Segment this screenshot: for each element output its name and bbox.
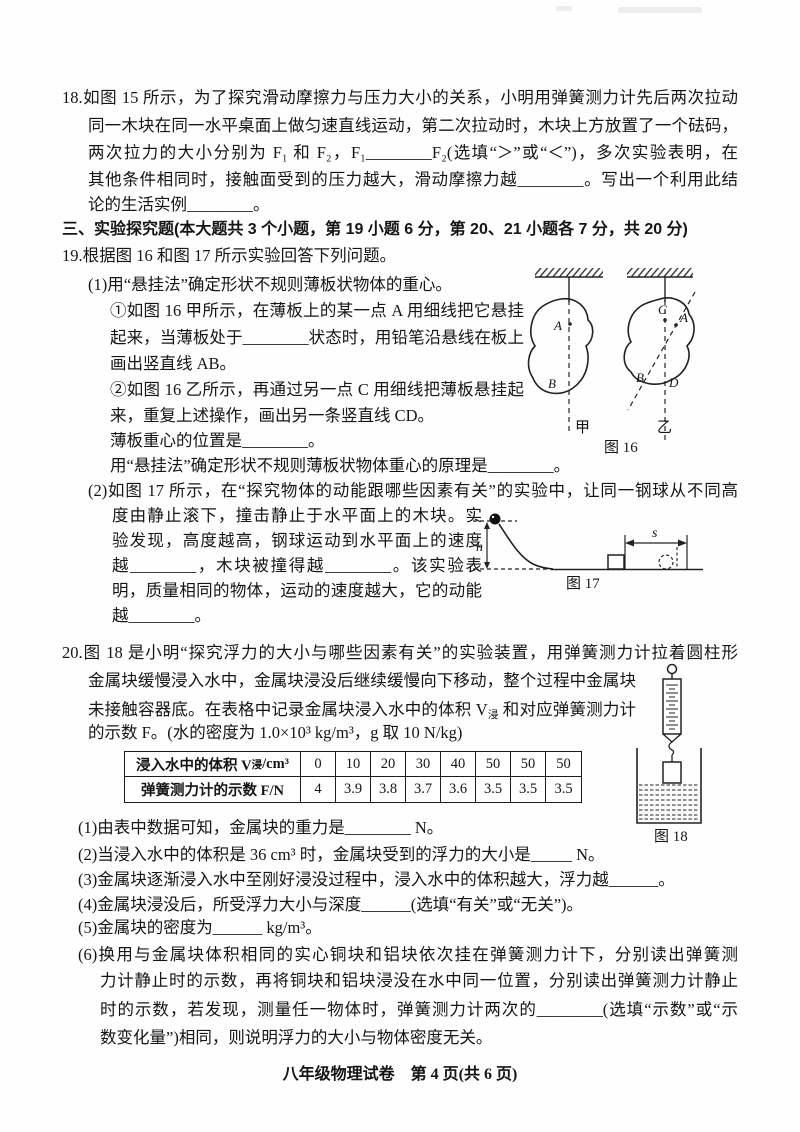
fig16-illustration: A B 甲 C A B D 乙 图 16	[527, 268, 696, 456]
fig17-illustration: h s 图 17	[473, 513, 703, 592]
label-jia: 甲	[575, 420, 590, 436]
q20-line-4: 的示数 F。(水的密度为 1.0×10³ kg/m³，g 取 10 N/kg)	[88, 723, 463, 742]
q20-line-3-text: 未接触容器底。在表格中记录金属块浸入水中的体积 V	[88, 700, 488, 719]
point-a-dot	[568, 322, 572, 326]
steel-ball	[489, 513, 501, 525]
point-b2-label: B	[636, 370, 644, 385]
fig17-caption: 图 17	[566, 575, 600, 592]
q19-sub1-line-1: ①如图 16 甲所示，在薄板上的某一点 A 用细线把它悬挂	[110, 301, 524, 320]
q20-line-1: 20.图 18 是小明“探究浮力的大小与哪些因素有关”的实验装置，用弹簧测力计拉…	[62, 643, 738, 662]
q18-line-1: 18.如图 15 所示，为了探究滑动摩擦力与压力大小的关系，小明用弹簧测力计先后…	[62, 88, 738, 107]
fig18-illustration: 图 18	[636, 663, 702, 845]
block-final-position	[658, 554, 674, 570]
ceiling-hatch-icon	[627, 268, 693, 277]
q20-item-4: (4)金属块浸没后，所受浮力大小与深度______(选填“有关”或“无关”)。	[78, 895, 584, 914]
table-cell: 3.8	[371, 777, 406, 802]
scale-body	[662, 678, 682, 735]
scale-ticks	[666, 684, 678, 730]
q19-part2-line-5: 明，质量相同的物体，运动的速度越大，它的动能	[112, 581, 482, 600]
fig16-caption: 图 16	[604, 439, 638, 456]
point-a-label: A	[553, 318, 562, 333]
q20-line-3: 未接触容器底。在表格中记录金属块浸入水中的体积 V浸 和对应弹簧测力计	[88, 697, 636, 723]
q19-part2-line-6: 越________。	[112, 606, 211, 625]
label-yi: 乙	[657, 420, 672, 436]
table-cell: 50	[511, 752, 546, 777]
q18-line-4: 其他条件相同时，接触面受到的压力越大，滑动摩擦力越________。写出一个利用…	[88, 170, 738, 189]
label-h: h	[476, 540, 483, 555]
table-cell: 30	[406, 752, 441, 777]
ceiling-hatch-icon	[535, 268, 603, 277]
table-cell: 4	[301, 777, 336, 802]
wood-block	[607, 554, 625, 570]
q20-item-2: (2)当浸入水中的体积是 36 cm³ 时，金属块受到的浮力的大小是_____ …	[78, 845, 605, 864]
fig16-right-yi: C A B D 乙	[623, 268, 696, 440]
thin-board-yi	[623, 297, 695, 385]
point-c-dot	[663, 318, 667, 322]
q19-sub1-line-6: 薄板重心的位置是________。	[110, 431, 325, 450]
point-a2-label: A	[679, 310, 688, 325]
q20-line-3-text: 和对应弹簧测力计	[498, 700, 636, 719]
table-cell: 3.5	[554, 781, 573, 797]
q20-item-6-line-2: 力计静止时的示数，再将铜块和铝块浸没在水中同一位置，分别读出弹簧测力计静止	[100, 971, 738, 990]
q18-line-2: 同一木块在同一水平桌面上做匀速直线运动，第二次拉动时，木块上方放置了一个砝码，	[88, 116, 738, 135]
q20-item-6-line-1: (6)换用与金属块体积相同的实心铜块和铝块依次挂在弹簧测力计下，分别读出弹簧测	[78, 945, 738, 964]
q18-line-5: 论的生活实例________。	[88, 195, 270, 214]
q19-sub1-line-4: ②如图 16 乙所示，再通过另一点 C 用细线把薄板悬挂起	[110, 380, 524, 399]
point-a2-dot	[674, 323, 678, 327]
scan-artifact	[618, 7, 702, 13]
q20-item-3: (3)金属块逐渐浸入水中至刚好浸没过程中，浸入水中的体积越大，浮力越______…	[78, 870, 675, 889]
table-cell: 3.7	[406, 777, 441, 802]
q19-part2-line-3: 验发现，高度越高，钢球运动到水平面上的速度	[112, 531, 482, 550]
q19-sub1-line-3: 画出竖直线 AB。	[110, 354, 237, 373]
table-cell: 3.5	[511, 777, 546, 802]
scan-artifact	[556, 6, 572, 11]
q19-part2-line-2: 度由静止滚下，撞击静止于水平面上的木块。实	[112, 506, 482, 525]
table-cell: 3.9	[336, 777, 371, 802]
water-surface-lines	[639, 784, 699, 820]
table-cell: 40	[441, 752, 476, 777]
table-cell: 0	[301, 752, 336, 777]
q19-part2-line-4: 越________，木块被撞得越________。该实验表	[112, 556, 482, 575]
previous-line-ab	[627, 291, 696, 411]
subscript-jin: 浸	[487, 710, 499, 721]
q19-part1: (1)用“悬挂法”确定形状不规则薄板状物体的重心。	[88, 275, 452, 294]
thin-board-jia	[527, 297, 594, 395]
point-d-label: D	[668, 375, 679, 390]
table-cell: 3.6	[441, 777, 476, 802]
table-cell: 10	[336, 752, 371, 777]
q20-item-6-line-3: 时的示数，若发现，测量任一物体时，弹簧测力计两次的________(选填“示数”…	[100, 1000, 738, 1019]
q20-item-5: (5)金属块的密度为______ kg/m³。	[78, 918, 322, 937]
q19-sub1-line-2: 起来，当薄板处于________状态时，用铅笔沿悬线在板上	[110, 328, 524, 347]
q19-part2-line-1: (2)如图 17 所示，在“探究物体的动能跟哪些因素有关”的实验中，让同一钢球从…	[88, 481, 738, 500]
table-cell: 50	[546, 752, 581, 777]
fig16-left-jia: A B 甲	[527, 268, 603, 436]
page-footer: 八年级物理试卷 第 4 页(共 6 页)	[282, 1066, 518, 1083]
q20-line-2: 金属块缓慢浸入水中，金属块浸没后继续缓慢向下移动，整个过程中金属块	[88, 671, 636, 690]
q20-item-6-line-4: 数变化量”)相同，则说明浮力的大小与物体密度无关。	[100, 1028, 493, 1047]
point-b-label: B	[548, 376, 556, 391]
metal-block	[662, 761, 682, 784]
scale-hook	[668, 741, 675, 756]
q19-sub1-line-7: 用“悬挂法”确定形状不规则薄板状物体重心的原理是________。	[110, 456, 571, 475]
q18-line-3: 两次拉力的大小分别为 F₁ 和 F₂，F₁________F₂(选填“＞”或“＜…	[88, 143, 738, 162]
water-container	[636, 748, 702, 824]
label-s: s	[652, 526, 658, 541]
table-row2-label: 弹簧测力计的示数 F/N	[125, 777, 301, 802]
q19-sub1-line-5: 来，重复上述操作，画出另一条竖直线 CD。	[110, 406, 435, 425]
scale-ring	[666, 663, 678, 675]
fig18-caption: 图 18	[654, 828, 688, 845]
q20-item-1: (1)由表中数据可知，金属块的重力是________ N。	[78, 818, 444, 837]
section3-title: 三、实验探究题(本大题共 3 个小题，第 19 小题 6 分，第 20、21 小…	[62, 221, 688, 238]
point-c-label: C	[658, 302, 667, 317]
table-cell: 3.5	[476, 777, 511, 802]
incline-ramp	[498, 523, 554, 570]
q19-intro: 19.根据图 16 和图 17 所示实验回答下列问题。	[62, 246, 397, 265]
spring-scale	[662, 663, 682, 756]
table-cell: 50	[476, 752, 511, 777]
table-cell: 20	[371, 752, 406, 777]
